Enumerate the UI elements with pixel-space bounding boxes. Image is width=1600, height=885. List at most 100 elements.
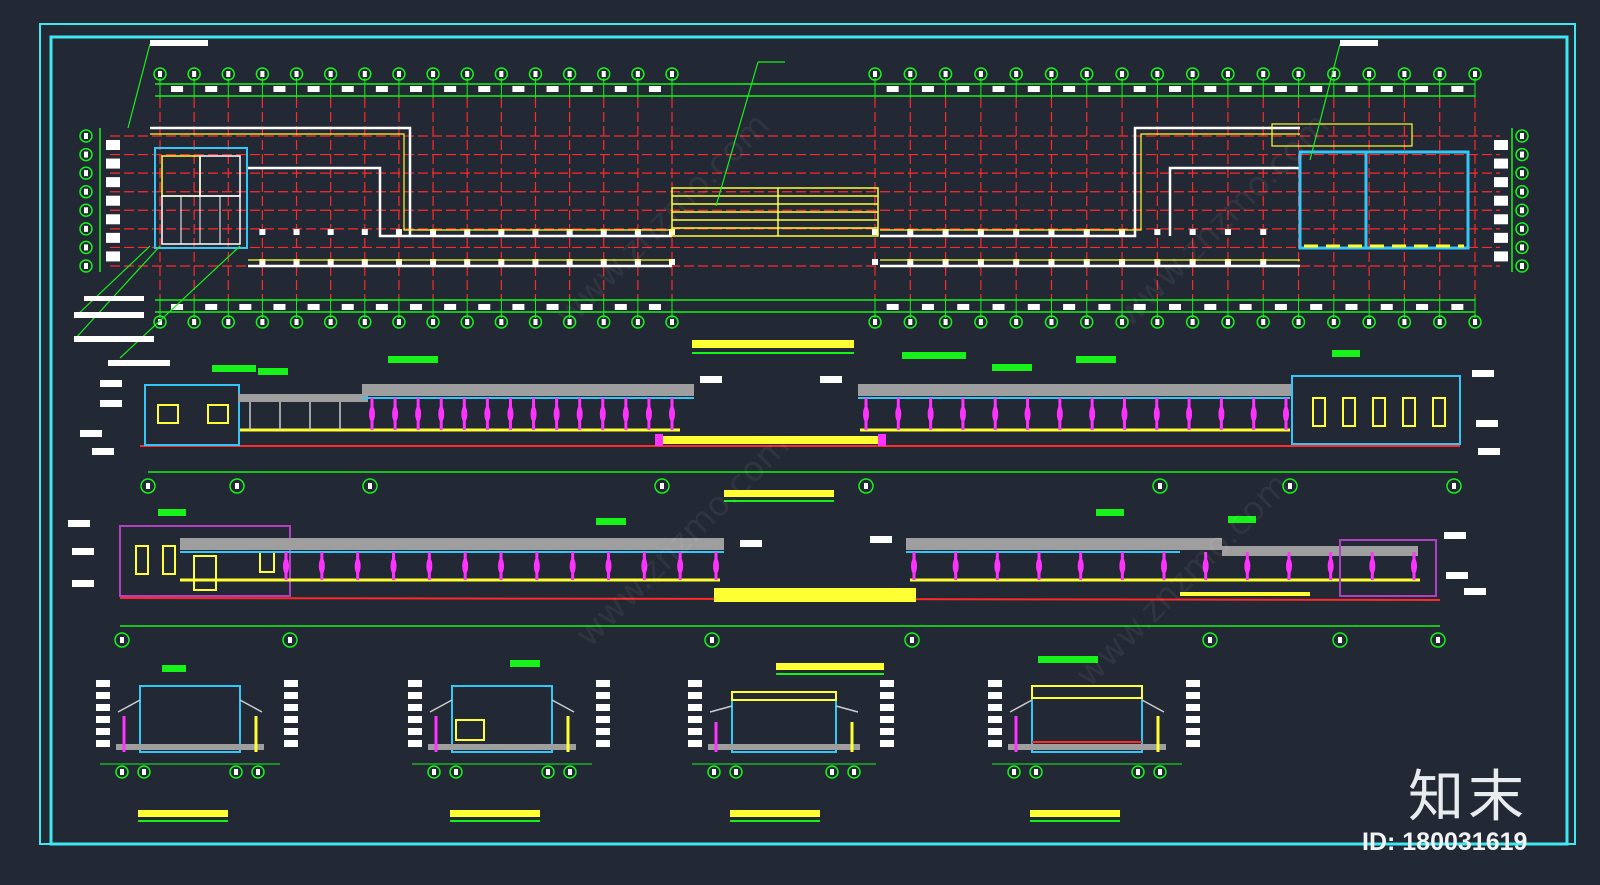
dimension-text (1204, 304, 1217, 310)
axis-bubble-bottom (1044, 315, 1059, 329)
callout-label (1332, 350, 1360, 357)
dimension-text (96, 716, 110, 723)
axis-bubble-bottom (1432, 315, 1447, 329)
axis-bubble-top (255, 67, 270, 81)
dimension-text (1451, 86, 1464, 92)
column-marker (532, 229, 539, 235)
column-marker (977, 229, 984, 235)
elevation-2-axis-bubbles (114, 632, 1446, 648)
axis-bubble-bottom (1185, 315, 1200, 329)
dimension-text (1494, 177, 1508, 188)
dimension-text (171, 304, 184, 310)
column-marker (498, 259, 505, 265)
dimension-text (1098, 86, 1111, 92)
dimension-text (106, 232, 120, 243)
dimension-text (1494, 251, 1508, 262)
axis-bubble-top (1256, 67, 1270, 81)
axis-bubble (904, 632, 920, 648)
axis-bubble-top (392, 67, 406, 81)
axis-bubble-top (460, 67, 474, 81)
dimension-text (1380, 86, 1393, 92)
axis-bubble (654, 478, 670, 494)
axis-bubble-left (79, 129, 93, 143)
dimension-text (580, 86, 593, 92)
plan-left-building (154, 147, 248, 249)
callout-label (1228, 516, 1256, 523)
axis-bubble-top (1150, 67, 1165, 81)
axis-bubble-bottom (153, 315, 167, 329)
axis-bubble-top (562, 67, 577, 81)
dimension-text (1310, 86, 1323, 92)
axis-bubble (115, 765, 129, 779)
dimension-text (1476, 420, 1498, 427)
column-marker (327, 229, 334, 235)
column-marker (634, 259, 641, 265)
elevation-1-axis-bubbles (140, 478, 1462, 494)
dimension-text (988, 740, 1002, 747)
dimension-text (284, 680, 298, 687)
dimension-text (1204, 86, 1217, 92)
dimension-text (444, 304, 457, 310)
dimension-text (100, 400, 122, 407)
axis-bubble (858, 478, 874, 494)
section-elevation (408, 680, 610, 822)
callout-labels (68, 350, 1500, 672)
axis-bubble-bottom (938, 315, 953, 329)
plan-right-rooms (1298, 150, 1470, 250)
dimension-text (1380, 304, 1393, 310)
axis-bubble (1153, 765, 1167, 779)
dimension-text (284, 704, 298, 711)
axis-bubble-bottom (1221, 315, 1235, 329)
dimension-text (171, 86, 184, 92)
dimension-text (1169, 86, 1181, 92)
column-marker (1189, 229, 1196, 235)
plan-axis-bubbles (79, 67, 1529, 329)
column-marker (1083, 229, 1090, 235)
dimension-text (92, 448, 114, 455)
dimension-text (886, 304, 899, 310)
axis-bubble (704, 632, 720, 648)
axis-bubble-left (79, 222, 93, 236)
column-marker (259, 229, 266, 235)
dimension-text (106, 158, 120, 169)
axis-bubble-left (79, 203, 93, 218)
dimension-text (96, 692, 110, 699)
dimension-text (1494, 214, 1508, 225)
column-marker (1048, 229, 1055, 235)
dimension-text (96, 728, 110, 735)
axis-bubble-bottom (562, 315, 577, 329)
dimension-text (880, 680, 894, 687)
dimension-text (341, 304, 354, 310)
dimension-text (1169, 304, 1181, 310)
dimension-text (1098, 304, 1111, 310)
dimension-text (1027, 86, 1040, 92)
axis-bubble (427, 765, 441, 779)
elevation-2-columns (283, 552, 1417, 580)
axis-bubble-bottom (1256, 315, 1270, 329)
column-marker (566, 259, 573, 265)
dimension-text (1310, 304, 1323, 310)
plan-dimension-text (106, 86, 1508, 310)
dimension-text (1494, 232, 1508, 243)
plan-corridor-glulam (150, 123, 1413, 261)
axis-bubble (1152, 478, 1168, 494)
axis-bubble-top (1432, 67, 1447, 81)
axis-bubble (114, 632, 130, 648)
section-title (730, 810, 820, 817)
axis-bubble-bottom (1009, 315, 1023, 329)
dimension-text (72, 580, 94, 587)
axis-bubble-bottom (187, 315, 201, 329)
callout-label (158, 509, 186, 516)
section-outline (451, 685, 553, 753)
axis-bubble-top (1397, 67, 1412, 81)
dimension-text (341, 86, 354, 92)
dimension-text (106, 195, 120, 206)
column-marker (907, 229, 914, 235)
dimension-text (921, 304, 934, 310)
axis-bubble-right (1515, 203, 1529, 218)
axis-bubble-top (903, 67, 918, 81)
dimension-text (688, 704, 702, 711)
dimension-text (1027, 304, 1040, 310)
dimension-text (957, 304, 970, 310)
dimension-text (96, 704, 110, 711)
